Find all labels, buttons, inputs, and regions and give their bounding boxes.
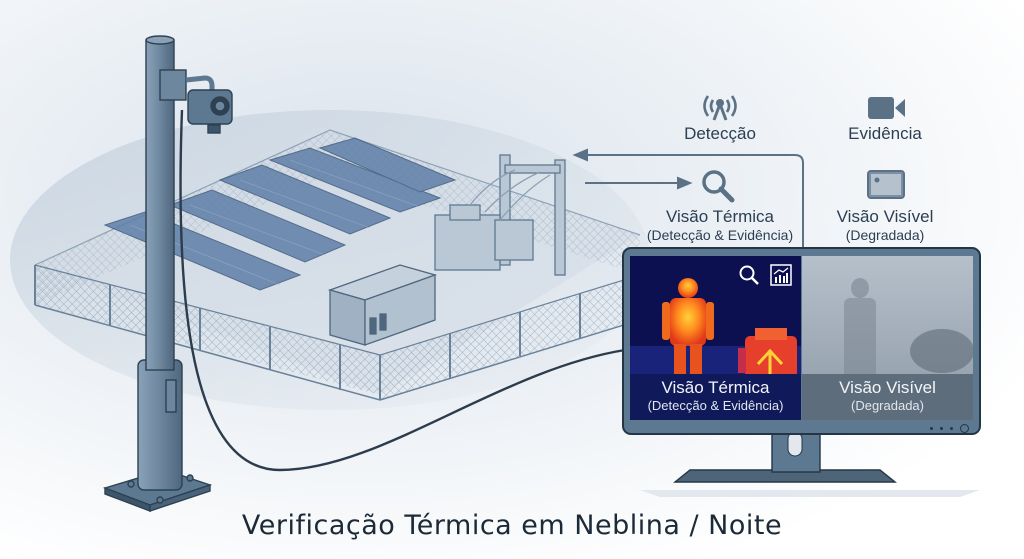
legend-evidence: Evidência: [848, 124, 922, 143]
indicator-dot: [950, 427, 953, 430]
thermal-chart-icon[interactable]: [770, 264, 792, 291]
indicator-dot: [930, 427, 933, 430]
legend-detection: Detecção: [684, 124, 756, 143]
visible-caption: Visão Visível (Degradada): [802, 374, 973, 420]
legend-thermal: Visão Térmica (Detecção & Evidência): [646, 207, 794, 243]
diagram-title: Verificação Térmica em Neblina / Noite: [241, 510, 783, 541]
legend-visible: Visão Visível (Degradada): [836, 207, 934, 243]
indicator-dot: [940, 427, 943, 430]
image-icon: [867, 170, 907, 205]
visible-panel: Visão Visível (Degradada): [802, 256, 973, 420]
flow-arrows: [572, 148, 804, 250]
monitor-screen: Visão Térmica (Detecção & Evidência) Vis…: [630, 256, 973, 420]
video-camera-icon: [867, 95, 907, 126]
ptz-camera: [159, 69, 233, 134]
electrical-cabinet: [327, 264, 438, 346]
thermal-panel: Visão Térmica (Detecção & Evidência): [630, 256, 801, 420]
power-button[interactable]: [960, 424, 969, 433]
foggy-image: [844, 278, 973, 378]
antenna-signal-icon: [700, 92, 740, 127]
thermal-caption: Visão Térmica (Detecção & Evidência): [630, 374, 801, 420]
monitor-indicators: [930, 424, 969, 433]
signal-cable: [179, 109, 626, 472]
thermal-magnifier-icon[interactable]: [738, 264, 760, 291]
magnifier-icon: [700, 168, 736, 209]
transformer-substation: [434, 154, 566, 276]
